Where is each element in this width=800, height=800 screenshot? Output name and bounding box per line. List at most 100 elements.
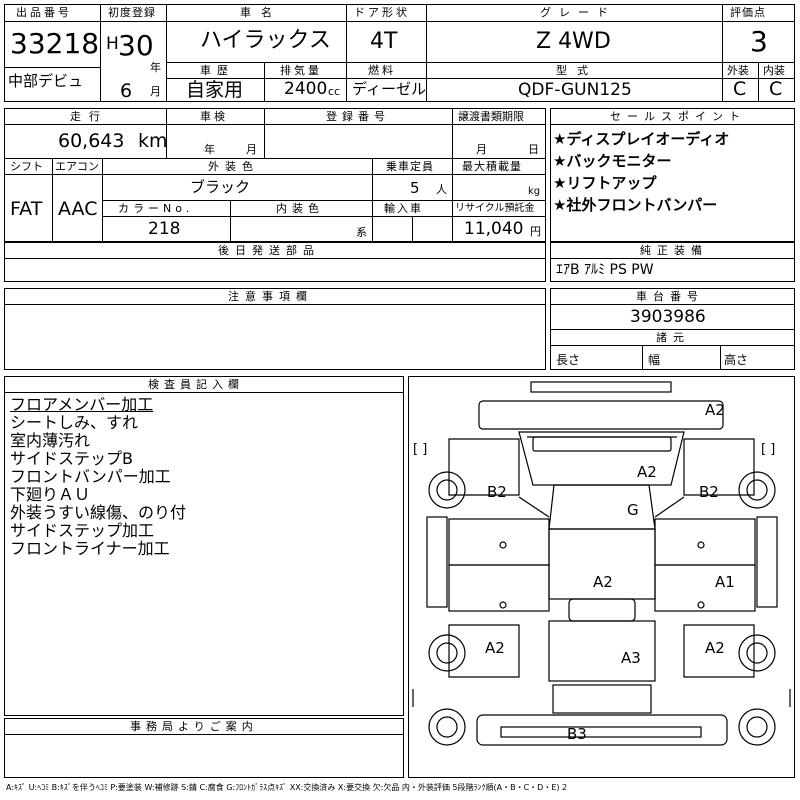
later-parts-block <box>4 242 546 282</box>
chassis-label: 車台番号 <box>636 290 704 303</box>
genuine-equipment-block <box>550 242 795 282</box>
fuel-label: 燃料 <box>368 64 396 77</box>
damage-mark: B2 <box>699 483 719 501</box>
details-block <box>4 108 546 242</box>
damage-mark: A3 <box>621 649 641 667</box>
damage-mark: G <box>627 501 639 519</box>
bracket-right: [ ] <box>761 442 776 457</box>
inspector-line: 外装うすい線傷、のり付 <box>10 503 187 522</box>
damage-mark: B2 <box>487 483 507 501</box>
bracket-left: [ ] <box>413 442 428 457</box>
sales-point-item: ★社外フロントバンパー <box>553 196 718 214</box>
car-name: ハイラックス <box>200 28 331 53</box>
model-code-label: 型式 <box>556 64 598 77</box>
color-value: ブラック <box>190 178 251 196</box>
import-label: 輸入車 <box>384 202 423 215</box>
history-label: 車歴 <box>200 64 234 77</box>
capacity-label: 乗車定員 <box>386 160 434 173</box>
recycle-value: 11,040 <box>464 219 524 239</box>
door-label: ドア形状 <box>354 6 410 19</box>
interior-color-unit: 系 <box>356 226 367 239</box>
inspector-label: 検査員記入欄 <box>148 378 244 391</box>
notes-label: 注意事項欄 <box>228 290 313 303</box>
displacement-label: 排気量 <box>280 64 322 77</box>
transfer-label: 譲渡書類期限 <box>458 110 524 123</box>
max-load-label: 最大積載量 <box>462 160 522 173</box>
aircon-value: AAC <box>58 198 98 220</box>
score-label: 評価点 <box>730 6 766 19</box>
office-label: 事務局よりご案内 <box>130 720 258 733</box>
car-name-label: 車名 <box>240 6 282 19</box>
fuel-value: ディーゼル <box>352 80 426 98</box>
legend-text: A:ｷｽﾞ U:ﾍｺﾐ B:ｷｽﾞを伴うﾍｺﾐ P:要塗装 W:補修跡 S:錆 … <box>6 783 568 792</box>
capacity-unit: 人 <box>436 183 447 196</box>
height-label: 高さ <box>724 353 749 367</box>
inspection-label: 車検 <box>200 110 228 123</box>
mileage-unit: km <box>138 130 168 152</box>
damage-mark: A2 <box>485 639 505 657</box>
displacement-unit: cc <box>328 85 341 98</box>
sales-points-label: セールスポイント <box>610 110 746 123</box>
notes-block <box>4 288 546 370</box>
inspector-notes: フロアメンバー加工 シートしみ、すれ 室内薄汚れ サイドステップB フロントバン… <box>10 396 186 558</box>
later-parts-label: 後日発送部品 <box>218 244 320 257</box>
year-number: 30 <box>118 29 154 62</box>
color-label: 外装色 <box>208 160 259 173</box>
color-no-label: カラーNo. <box>118 202 194 215</box>
damage-mark: A2 <box>705 401 725 419</box>
genuine-equipment-label: 純正装備 <box>640 244 708 257</box>
debut-label: 中部デビュ <box>8 72 84 90</box>
exterior-label: 外装 <box>727 64 749 77</box>
year-unit: 年 <box>150 61 161 74</box>
sales-point-item: ★バックモニター <box>553 152 672 170</box>
inspector-block <box>4 376 404 716</box>
score-value: 3 <box>750 25 768 58</box>
displacement-value: 2400 <box>284 79 328 99</box>
inspector-line: フロントライナー加工 <box>10 539 170 558</box>
shift-value: FAT <box>10 198 43 220</box>
inspector-line: フロントバンパー加工 <box>10 467 171 486</box>
registration-label: 登録番号 <box>326 110 390 123</box>
exterior-grade: C <box>733 78 747 100</box>
month-unit: 月 <box>150 85 161 98</box>
grade-label: グレード <box>540 6 616 19</box>
recycle-unit: 円 <box>530 225 541 238</box>
chassis-number: 3903986 <box>630 307 706 327</box>
grade-value: Z 4WD <box>536 29 611 54</box>
damage-mark: B3 <box>567 725 587 743</box>
transfer-day-unit: 日 <box>528 143 539 156</box>
lot-label: 出品番号 <box>16 6 72 19</box>
shift-label: シフト <box>10 160 43 173</box>
mileage-value: 60,643 <box>58 130 125 152</box>
inspector-line: 下廻りＡＵ <box>10 485 91 504</box>
damage-mark: A1 <box>715 573 735 591</box>
damage-mark: A2 <box>705 639 725 657</box>
sales-points-list: ★ディスプレイオーディオ ★バックモニター ★リフトアップ ★社外フロントバンパ… <box>553 128 729 216</box>
mileage-label: 走行 <box>70 110 108 123</box>
color-no-value: 218 <box>148 219 181 239</box>
inspector-line: 室内薄汚れ <box>10 431 91 450</box>
month-number: 6 <box>120 80 133 102</box>
specs-label: 諸元 <box>656 331 690 344</box>
aircon-label: エアコン <box>55 160 99 173</box>
length-label: 長さ <box>556 353 581 367</box>
era-prefix: H <box>106 34 119 54</box>
sales-points-block <box>550 108 795 242</box>
inspector-line: サイドステップ加工 <box>10 521 155 540</box>
office-block <box>4 718 404 778</box>
history-value: 自家用 <box>186 79 244 101</box>
damage-mark: A2 <box>593 573 613 591</box>
first-reg-label: 初度登録 <box>108 6 156 19</box>
width-label: 幅 <box>648 353 661 367</box>
sales-point-item: ★リフトアップ <box>553 174 657 192</box>
interior-grade: C <box>769 78 783 100</box>
sales-point-item: ★ディスプレイオーディオ <box>553 130 730 148</box>
vehicle-diagram-drawing <box>412 381 791 746</box>
header-block <box>4 4 795 102</box>
inspector-line: シートしみ、すれ <box>10 413 139 432</box>
model-code-value: QDF-GUN125 <box>518 80 632 100</box>
interior-label: 内装 <box>763 64 785 77</box>
inspector-line: フロアメンバー加工 <box>10 395 154 414</box>
capacity-value: 5 <box>410 179 420 197</box>
inspector-line: サイドステップB <box>10 449 133 468</box>
